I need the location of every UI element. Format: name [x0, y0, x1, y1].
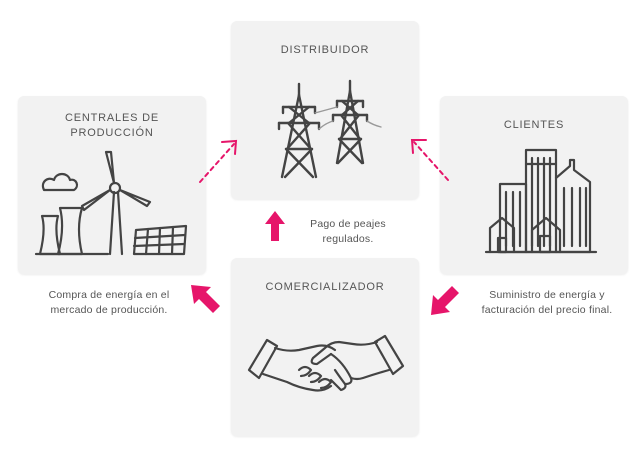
- caption-peajes: Pago de peajes regulados.: [288, 217, 408, 247]
- distribuidor-box: DISTRIBUIDOR: [231, 21, 419, 199]
- caption-compra: Compra de energía en el mercado de produ…: [22, 288, 196, 318]
- caption-compra-line2: mercado de producción.: [50, 304, 168, 316]
- bold-arrow-icon: [427, 283, 461, 317]
- caption-compra-line1: Compra de energía en el: [48, 289, 170, 301]
- distribuidor-title: DISTRIBUIDOR: [280, 44, 370, 56]
- comercializador-box: COMERCIALIZADOR: [231, 258, 419, 436]
- dashed-arrow-icon: [408, 136, 450, 182]
- handshake-icon: [247, 330, 405, 394]
- centrales-box: CENTRALES DE PRODUCCIÓN: [18, 96, 206, 274]
- clientes-box: CLIENTES: [440, 96, 628, 274]
- power-tower-icon: [269, 79, 382, 179]
- bold-arrow-icon: [265, 211, 285, 241]
- comercializador-title: COMERCIALIZADOR: [265, 281, 385, 293]
- city-buildings-icon: [484, 148, 598, 258]
- caption-suministro-line2: facturación del precio final.: [481, 304, 613, 316]
- centrales-title-line1: CENTRALES DE: [65, 112, 159, 124]
- centrales-title-line2: PRODUCCIÓN: [70, 127, 154, 139]
- dashed-arrow-icon: [198, 138, 240, 184]
- caption-suministro-line1: Suministro de energía y: [489, 289, 605, 301]
- bold-arrow-icon: [189, 283, 223, 317]
- caption-peajes-line1: Pago de peajes: [310, 218, 386, 230]
- caption-peajes-line2: regulados.: [322, 233, 374, 245]
- caption-suministro: Suministro de energía y facturación del …: [456, 288, 638, 318]
- power-plant-wind-solar-icon: [34, 150, 188, 262]
- clientes-title: CLIENTES: [503, 119, 565, 131]
